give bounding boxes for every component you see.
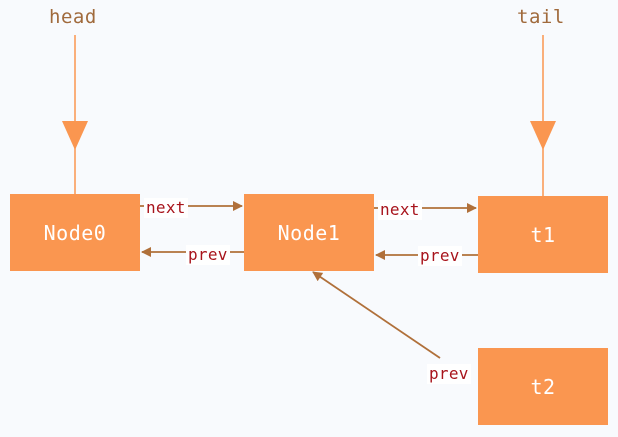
t1-box: t1 [478,196,608,273]
head-label: head [49,6,97,28]
tail-pointer-arrow [530,35,556,196]
node1-label: Node1 [277,220,341,245]
node1-prev-label: prev [186,245,230,265]
node0-label: Node0 [43,220,107,245]
head-pointer-arrow [62,35,88,194]
t1-label: t1 [530,222,556,247]
node0-box: Node0 [10,194,140,271]
node0-next-label: next [144,198,188,218]
node1-next-label: next [378,200,422,220]
node1-box: Node1 [244,194,374,271]
t2-prev-label: prev [427,364,471,384]
t2-label: t2 [530,374,556,399]
t1-prev-label: prev [418,246,462,266]
t2-box: t2 [478,348,608,425]
t2-prev-arrow [312,271,441,359]
tail-label: tail [517,6,565,28]
